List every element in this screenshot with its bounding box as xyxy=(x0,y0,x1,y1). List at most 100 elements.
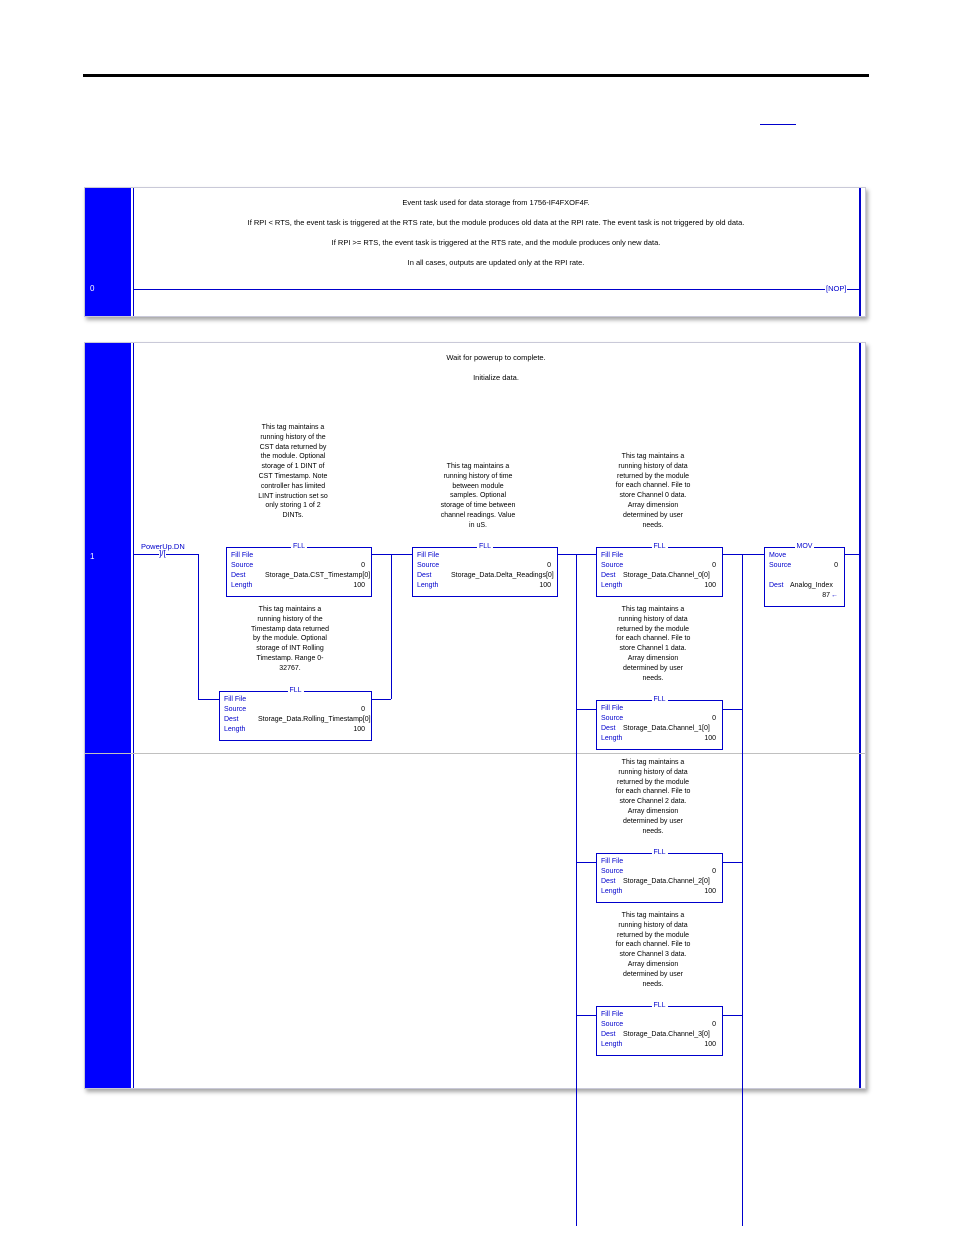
fll-length-value[interactable]: 100 xyxy=(353,726,365,733)
main-wire xyxy=(134,554,198,555)
fll-dest-label: Dest xyxy=(601,1031,616,1038)
fll-source-label: Source xyxy=(601,1021,624,1028)
fll-dest-value[interactable]: Storage_Data.Delta_Readings[0] xyxy=(451,572,554,579)
fll-rolling-comment: This tag maintains a running history of … xyxy=(251,606,329,672)
rung-1-gutter[interactable]: 1 xyxy=(85,343,131,1088)
fll-length-label: Length xyxy=(224,726,246,733)
rung-1-number: 1 xyxy=(90,552,95,561)
branch-wire xyxy=(198,554,199,699)
fll-length-value[interactable]: 100 xyxy=(704,888,716,895)
fll-dest-label: Dest xyxy=(601,878,616,885)
fll-length-value[interactable]: 100 xyxy=(353,582,365,589)
rung-0-number: 0 xyxy=(90,284,95,293)
fll-source-label: Source xyxy=(601,868,624,875)
fll-ch1-comment: This tag maintains a running history of … xyxy=(615,606,691,682)
mov-source-value[interactable]: 0 xyxy=(834,562,838,569)
mov-dest-label: Dest xyxy=(769,582,784,589)
fll-mnemonic: FLL xyxy=(651,848,668,858)
fll-name: Fill File xyxy=(601,705,624,712)
fll-dest-label: Dest xyxy=(601,572,616,579)
page-link-underline[interactable] xyxy=(760,124,796,125)
nop-instruction[interactable]: [NOP] xyxy=(825,284,848,294)
fll-length-label: Length xyxy=(601,735,623,742)
fll-source-value[interactable]: 0 xyxy=(547,562,551,569)
fll-length-label: Length xyxy=(601,888,623,895)
fll-name: Fill File xyxy=(601,858,624,865)
fll-dest-value[interactable]: Storage_Data.Channel_0[0] xyxy=(623,572,710,579)
fll-length-value[interactable]: 100 xyxy=(704,735,716,742)
mov-mnemonic: MOV xyxy=(794,542,815,552)
fll-name: Fill File xyxy=(601,552,624,559)
fll-source-value[interactable]: 0 xyxy=(712,868,716,875)
branch-wire xyxy=(391,554,392,699)
fll-dest-value[interactable]: Storage_Data.Channel_3[0] xyxy=(623,1031,710,1038)
fll-source-value[interactable]: 0 xyxy=(712,715,716,722)
fll-length-value[interactable]: 100 xyxy=(704,582,716,589)
fll-ch3-comment: This tag maintains a running history of … xyxy=(615,912,691,988)
fll-source-value[interactable]: 0 xyxy=(361,562,365,569)
rung-1-panel: 1 Wait for powerup to complete. Initiali… xyxy=(84,342,866,1226)
fll-length-label: Length xyxy=(601,1041,623,1048)
rung-1-page-separator xyxy=(85,753,865,754)
rung-0-comment-line: Event task used for data storage from 17… xyxy=(402,198,590,207)
fll-source-label: Source xyxy=(601,715,624,722)
fll-length-label: Length xyxy=(601,582,623,589)
fll-dest-value[interactable]: Storage_Data.Channel_1[0] xyxy=(623,725,710,732)
fll-dest-value[interactable]: Storage_Data.Rolling_Timestamp[0] xyxy=(258,716,371,723)
main-wire xyxy=(722,554,764,555)
fll-mnemonic: FLL xyxy=(290,542,308,552)
rung-1-left-rail xyxy=(133,343,134,1088)
fll-mnemonic: FLL xyxy=(476,542,494,552)
branch-wire xyxy=(371,699,391,700)
branch-wire xyxy=(576,554,577,1226)
main-wire xyxy=(844,554,859,555)
rung-0-panel: 0 Event task used for data storage from … xyxy=(84,187,866,317)
fll-length-label: Length xyxy=(417,582,439,589)
fll-ch0-comment: This tag maintains a running history of … xyxy=(615,453,691,529)
branch-wire xyxy=(722,862,742,863)
fll-dest-value[interactable]: Storage_Data.Channel_2[0] xyxy=(623,878,710,885)
fll-source-label: Source xyxy=(417,562,440,569)
rung-0-wire xyxy=(134,289,859,290)
fll-mnemonic: FLL xyxy=(651,1001,668,1011)
rung-0-left-rail xyxy=(133,188,134,316)
fll-source-label: Source xyxy=(224,706,247,713)
xio-contact[interactable]: ]/[ xyxy=(159,549,166,559)
fll-source-value[interactable]: 0 xyxy=(712,562,716,569)
rung-1-comment: Wait for powerup to complete. Initialize… xyxy=(135,353,857,393)
rung-0-gutter[interactable]: 0 xyxy=(85,188,131,316)
fll-length-value[interactable]: 100 xyxy=(539,582,551,589)
fll-length-value[interactable]: 100 xyxy=(704,1041,716,1048)
fll-ch2-comment: This tag maintains a running history of … xyxy=(615,759,691,835)
rung-0-comment-line: In all cases, outputs are updated only a… xyxy=(407,258,585,267)
fll-mnemonic: FLL xyxy=(651,695,668,705)
contact-tag: PowerUp.DN xyxy=(141,542,185,551)
mov-dest-arrow-icon: ← xyxy=(831,592,838,599)
rung-0-comment-line: If RPI < RTS, the event task is triggere… xyxy=(247,218,745,227)
fll-dest-label: Dest xyxy=(224,716,239,723)
fll-channel-2[interactable]: FLL Fill File Source 0 Dest Storage_Data.C… xyxy=(596,848,723,903)
fll-source-value[interactable]: 0 xyxy=(361,706,365,713)
branch-wire xyxy=(576,709,596,710)
mov-dest-value[interactable]: Analog_Index xyxy=(790,582,833,589)
rung-1-comment-line: Wait for powerup to complete. xyxy=(446,353,546,362)
mov-name: Move xyxy=(769,552,787,559)
header-rule xyxy=(83,74,869,77)
fll-delta-comment: This tag maintains a running history of … xyxy=(440,463,516,529)
fll-dest-value[interactable]: Storage_Data.CST_Timestamp[0] xyxy=(265,572,371,579)
fll-dest-label: Dest xyxy=(231,572,246,579)
fll-mnemonic: FLL xyxy=(287,686,304,696)
rung-0-comment-line: If RPI >= RTS, the event task is trigger… xyxy=(331,238,661,247)
mov-source-label: Source xyxy=(769,562,792,569)
branch-wire xyxy=(576,862,596,863)
branch-wire xyxy=(722,1015,742,1016)
fll-cst-comment: This tag maintains a running history of … xyxy=(258,424,328,520)
fll-source-value[interactable]: 0 xyxy=(712,1021,716,1028)
